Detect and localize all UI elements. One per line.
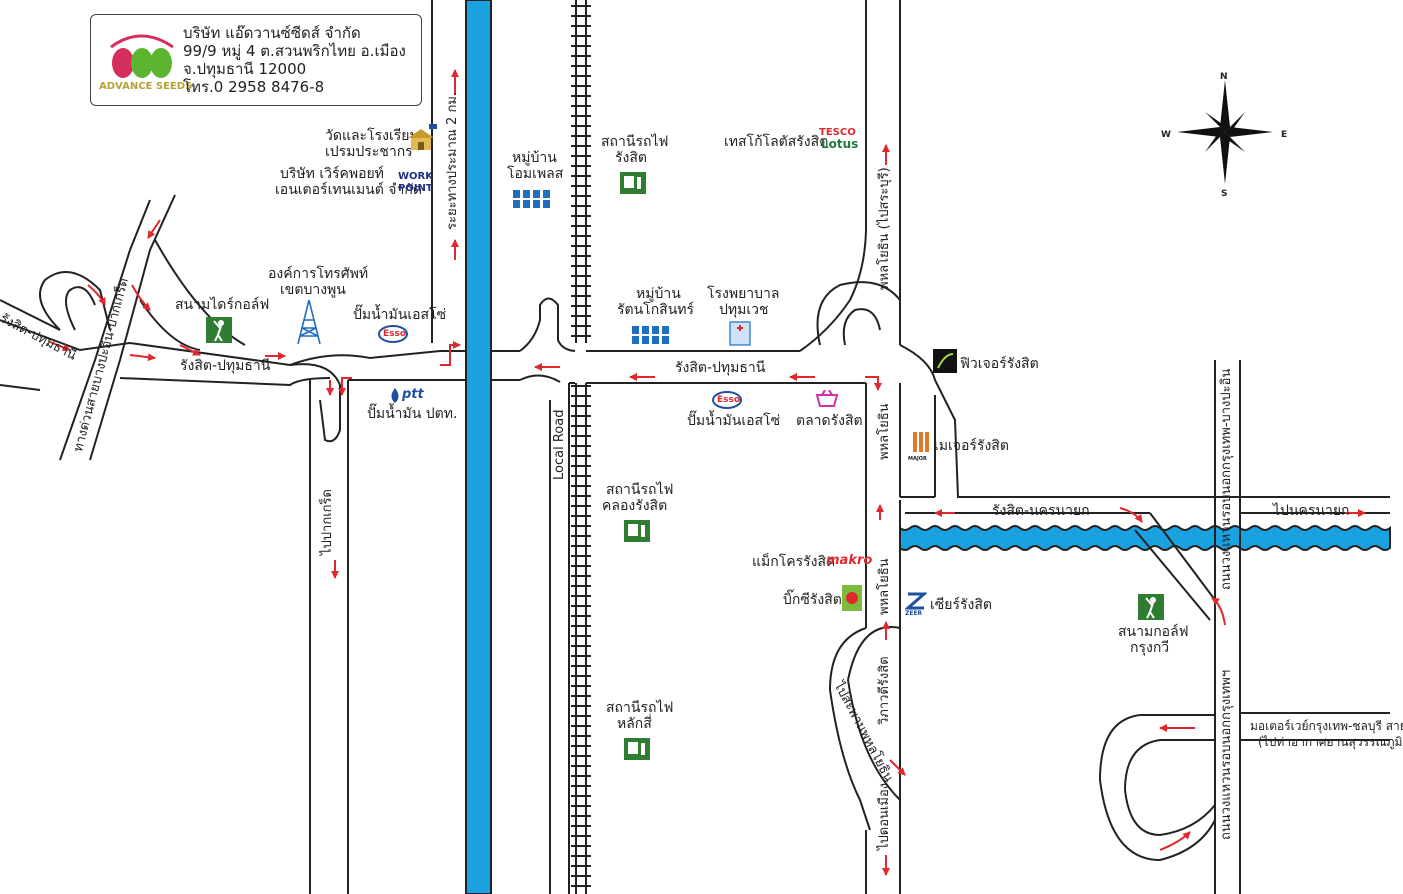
road-phahonyothin-2: พหลโยธิน [877, 558, 892, 615]
bigc-logo-icon [842, 585, 862, 611]
advance-seeds-logo [110, 34, 174, 78]
place-tot-2: เขตบางพูน [280, 282, 346, 298]
road-motorway-sub: (ไปท่าอากาศยานสุวรรณภูมิ) [1258, 735, 1403, 749]
place-hospital-1: โรงพยาบาล [707, 286, 780, 302]
place-hospital-2: ปทุมเวช [719, 302, 769, 318]
place-laksi-station-2: หลักสี่ [617, 716, 652, 732]
direction-arrows [49, 69, 1366, 876]
golf-icon-2 [1138, 594, 1164, 620]
company-info-box: ADVANCE SEEDS บริษัท แอ๊ดวานซ์ซีดส์ จำกั… [90, 14, 422, 106]
place-tot-1: องค์การโทรศัพท์ [268, 266, 369, 282]
place-golf-kv-2: กรุงกวี [1130, 640, 1170, 656]
company-address-1: 99/9 หมู่ 4 ต.สวนพริกไทย อ.เมือง [183, 42, 406, 60]
place-makro: แม็กโครรังสิต [752, 554, 836, 570]
compass-rose [1177, 80, 1273, 184]
esso-logo-text-1: Esso [383, 329, 407, 339]
train-station-icon [620, 172, 646, 194]
road-motorway: มอเตอร์เวย์กรุงเทพ-ชลบุรี สายใหม่ [1250, 719, 1403, 733]
compass-s: S [1221, 189, 1228, 199]
train-station-icon-3 [624, 738, 650, 760]
road-local: Local Road [552, 409, 567, 480]
place-talad: ตลาดรังสิต [796, 413, 863, 429]
compass-n: N [1220, 72, 1228, 82]
road-to-donmueang: ไปดอนเมือง [877, 782, 892, 850]
hospital-icon [729, 321, 751, 346]
road-rangsit-pathum-mid: รังสิต-ปทุมธานี [675, 360, 766, 376]
temple-icon [408, 124, 437, 150]
ptt-drop-icon [391, 388, 399, 403]
makro-logo: makro [826, 553, 873, 568]
place-workpoint-1: บริษัท เวิร์คพอยท์ [280, 166, 384, 182]
village-icon-2 [632, 326, 669, 344]
place-rangsit-station-2: รังสิต [615, 150, 647, 166]
canal-vertical [465, 0, 492, 894]
ptt-logo: ptt [402, 387, 424, 402]
road-to-pakkret: ไปปากเกร็ด [320, 489, 335, 555]
esso-logo-icon [378, 325, 408, 343]
zeer-logo-icon [905, 592, 927, 610]
place-rattanakosin-2: รัตนโกสินทร์ [617, 302, 695, 318]
logo-text: ADVANCE SEEDS [99, 81, 193, 92]
tesco-logo-2: Lotus [821, 137, 859, 151]
road-outer-ring-south: ถนนวงแหวนรอบนอกกรุงเทพฯ [1219, 669, 1234, 840]
esso-logo-text-2: Esso [717, 395, 741, 405]
golf-icon [206, 317, 232, 343]
place-rattanakosin-1: หมู่บ้าน [636, 286, 681, 302]
place-workpoint-2: เอนเตอร์เทนเมนต์ จำกัด [275, 182, 422, 198]
company-address-2: จ.ปทุมธานี 12000 [183, 60, 307, 78]
place-rangsit-station-1: สถานีรถไฟ [601, 134, 669, 150]
compass-e: E [1281, 130, 1288, 140]
road-phahonyothin-saraburi: พหลโยธิน (ไปสระบุรี) [877, 167, 892, 290]
train-station-icon-2 [624, 520, 650, 542]
road-to-nakhon: ไปนครนายก [1273, 503, 1350, 519]
canal-horizontal [899, 525, 1391, 551]
place-golf-kv-1: สนามกอล์ฟ [1118, 624, 1189, 640]
road-vibhavadi: วิภาวดีรังสิต [877, 656, 892, 725]
road-radaprapa: ระยะทางประมาณ 2 กม. [445, 91, 460, 230]
road-phahonyothin-1: พหลโยธิน [877, 403, 892, 460]
place-omplace-2: โอมเพลส [507, 166, 564, 182]
place-major: เมเจอร์รังสิต [934, 438, 1009, 454]
road-rangsit-pathum-left: รังสิต-ปทุมธานี [180, 358, 271, 374]
place-golf-driving: สนามไดร์กอล์ฟ [175, 297, 270, 313]
place-future: ฟิวเจอร์รังสิต [960, 356, 1039, 372]
company-name: บริษัท แอ๊ดวานซ์ซีดส์ จำกัด [183, 24, 361, 42]
basket-icon [815, 390, 839, 407]
place-omplace-1: หมู่บ้าน [512, 150, 557, 166]
zeer-logo-text: ZEER [905, 610, 923, 617]
road-outer-ring: ถนนวงแหวนรอบนอกกรุงเทพ-บางปะอิน [1219, 368, 1234, 590]
place-esso-2: ปั๊มน้ำมันเอสโซ่ [687, 413, 781, 429]
compass-w: W [1161, 130, 1171, 140]
place-tesco: เทสโก้โลตัสรังสิต [724, 134, 829, 150]
future-logo-icon [933, 349, 957, 373]
place-ptt: ปั๊มน้ำมัน ปตท. [367, 406, 458, 422]
major-logo-icon [913, 432, 929, 452]
esso-logo-icon-2 [712, 391, 742, 409]
tower-icon [297, 300, 321, 344]
road-rangsit-nakhon: รังสิต-นครนายก [992, 503, 1090, 519]
place-bigc: บิ๊กซีรังสิต [783, 592, 842, 608]
major-logo-text: MAJOR [908, 456, 927, 462]
railway-ties [571, 5, 591, 887]
place-temple-school-2: เปรมประชากร [325, 144, 413, 160]
place-temple-school-1: วัดและโรงเรียน [325, 128, 420, 144]
place-zeer: เซียร์รังสิต [930, 597, 993, 613]
place-klong-station-1: สถานีรถไฟ [606, 482, 674, 498]
place-esso-1: ปั๊มน้ำมันเอสโซ่ [353, 307, 447, 323]
company-phone: โทร.0 2958 8476-8 [183, 78, 325, 96]
village-icon [513, 190, 550, 208]
place-laksi-station-1: สถานีรถไฟ [606, 700, 674, 716]
place-klong-station-2: คลองรังสิต [602, 498, 668, 514]
workpoint-logo-2: POINT [398, 183, 433, 194]
tesco-logo-1: TESCO [819, 127, 856, 138]
workpoint-logo-1: WORK [398, 171, 433, 182]
